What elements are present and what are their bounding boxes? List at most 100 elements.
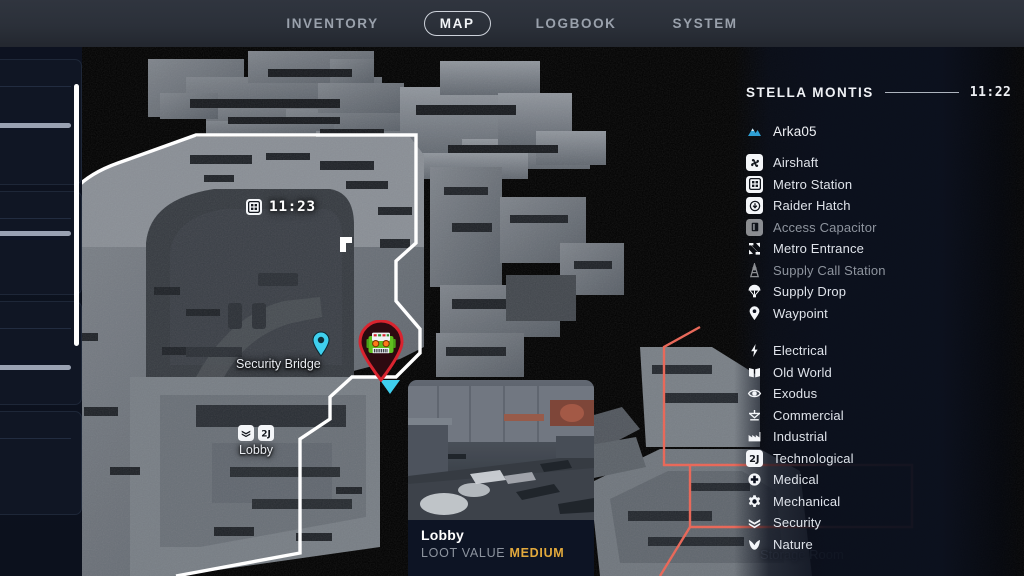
scales-icon (746, 407, 763, 424)
bolt-icon (746, 342, 763, 359)
metro-station-icon (746, 175, 763, 193)
legend-label: Access Capacitor (773, 219, 877, 235)
region-header: STELLA MONTIS 11:22 (734, 85, 1024, 100)
divider (0, 328, 71, 329)
waypoint-marker[interactable] (311, 331, 331, 357)
medical-cross-icon (746, 471, 763, 488)
nav-tab-map[interactable]: MAP (423, 11, 491, 36)
location-preview-photo (408, 380, 594, 526)
nav-tab-system[interactable]: SYSTEM (672, 16, 738, 31)
tooltip-location-name: Lobby (421, 527, 464, 543)
metro-station-icon (246, 199, 262, 215)
region-clock: 11:22 (969, 85, 1012, 100)
access-capacitor-icon (746, 218, 763, 236)
quest-card[interactable] (0, 411, 82, 515)
legend-label: Mechanical (773, 493, 841, 509)
legend-label: Electrical (773, 343, 828, 359)
legend-label: Airshaft (773, 155, 819, 171)
factory-icon (746, 428, 763, 445)
lobby-category-icons: 2J (238, 425, 274, 441)
legend-label: Raider Hatch (773, 198, 851, 214)
legend-item-metro-station[interactable]: Metro Station (746, 174, 1024, 196)
legend-item-technological[interactable]: 2J Technological (746, 448, 1024, 470)
legend-item-old-world[interactable]: Old World (746, 362, 1024, 384)
legend-group-locations: Arka05 Airshaft (734, 118, 1024, 324)
leaf-icon (746, 536, 763, 553)
legend-label: Nature (773, 536, 813, 552)
legend-label: Waypoint (773, 305, 828, 321)
divider (0, 86, 71, 87)
security-bridge-label: Security Bridge (236, 357, 321, 371)
header-divider (884, 91, 959, 94)
legend-label: Supply Call Station (773, 262, 886, 278)
book-icon (746, 364, 763, 381)
quest-card[interactable]: ipes (0, 301, 82, 405)
legend-item-supply-drop[interactable]: Supply Drop (746, 281, 1024, 303)
quest-panel[interactable]: any ipes (0, 47, 82, 576)
quest-text: any (0, 95, 71, 111)
nav-tab-logbook[interactable]: LOGBOOK (535, 16, 617, 31)
quest-objective-pin[interactable] (357, 320, 405, 382)
legend-item-electrical[interactable]: Electrical (746, 340, 1024, 362)
legend-item-waypoint[interactable]: Waypoint (746, 303, 1024, 325)
legend-item-nature[interactable]: Nature (746, 534, 1024, 556)
region-title: STELLA MONTIS (746, 85, 874, 100)
legend-label: Industrial (773, 429, 828, 445)
technological-icon: 2J (746, 449, 763, 467)
nav-tab-inventory[interactable]: INVENTORY (286, 16, 379, 31)
quest-panel-scrollbar[interactable] (74, 84, 79, 346)
loot-label: LOOT VALUE (421, 546, 506, 560)
map-label-security-bridge[interactable]: Security Bridge (236, 357, 321, 371)
legend-label: Commercial (773, 407, 844, 423)
legend-label: Technological (773, 450, 854, 466)
top-bar: INVENTORY MAP LOGBOOK SYSTEM (0, 0, 1024, 47)
legend-item-raider-hatch[interactable]: Raider Hatch (746, 195, 1024, 217)
legend-item-security[interactable]: Security (746, 512, 1024, 534)
tooltip-info: Lobby LOOT VALUE MEDIUM (408, 520, 594, 576)
supply-drop-icon (746, 283, 763, 300)
quest-progress-bar (0, 231, 71, 236)
security-chevron-icon (746, 514, 763, 531)
lobby-label: Lobby (238, 443, 274, 457)
legend-item-arka05[interactable]: Arka05 (746, 118, 1024, 144)
legend-item-supply-call-station[interactable]: Supply Call Station (746, 260, 1024, 282)
quest-progress-bar (0, 365, 71, 370)
metro-station-timer[interactable]: 11:23 (246, 199, 316, 215)
legend-item-metro-entrance[interactable]: Metro Entrance (746, 238, 1024, 260)
waypoint-icon (746, 305, 763, 322)
legend-label: Metro Entrance (773, 241, 864, 257)
divider (0, 218, 71, 219)
legend-item-commercial[interactable]: Commercial (746, 405, 1024, 427)
main-nav: INVENTORY MAP LOGBOOK SYSTEM (0, 0, 1024, 47)
legend-label: Arka05 (773, 123, 817, 139)
quest-card[interactable]: any (0, 59, 82, 185)
loot-value: MEDIUM (509, 546, 565, 560)
legend-label: Supply Drop (773, 284, 847, 300)
legend-item-exodus[interactable]: Exodus (746, 383, 1024, 405)
quest-card[interactable] (0, 191, 82, 295)
legend-item-airshaft[interactable]: Airshaft (746, 152, 1024, 174)
technological-icon: 2J (258, 425, 274, 441)
airshaft-icon (746, 154, 763, 172)
metro-timer-value: 11:23 (269, 199, 316, 215)
map-label-lobby[interactable]: 2J Lobby (238, 425, 274, 457)
raider-hatch-icon (746, 197, 763, 215)
eye-icon (746, 385, 763, 402)
legend-item-industrial[interactable]: Industrial (746, 426, 1024, 448)
player-position-arrow (379, 377, 401, 395)
legend-item-medical[interactable]: Medical (746, 469, 1024, 491)
tooltip-loot-value: LOOT VALUE MEDIUM (421, 546, 581, 560)
legend-group-categories: Electrical Old World (734, 340, 1024, 555)
supply-call-station-icon (746, 262, 763, 279)
svg-text:2J: 2J (261, 429, 271, 439)
legend-item-mechanical[interactable]: Mechanical (746, 491, 1024, 513)
legend-label: Old World (773, 364, 832, 380)
quest-progress-bar (0, 123, 71, 128)
gear-icon (746, 493, 763, 510)
legend-label: Security (773, 515, 822, 531)
location-tooltip-card: Lobby LOOT VALUE MEDIUM (408, 380, 594, 576)
map-legend-sidebar: STELLA MONTIS 11:22 Arka05 (734, 47, 1024, 576)
legend-item-access-capacitor[interactable]: Access Capacitor (746, 217, 1024, 239)
svg-text:2J: 2J (749, 454, 759, 465)
